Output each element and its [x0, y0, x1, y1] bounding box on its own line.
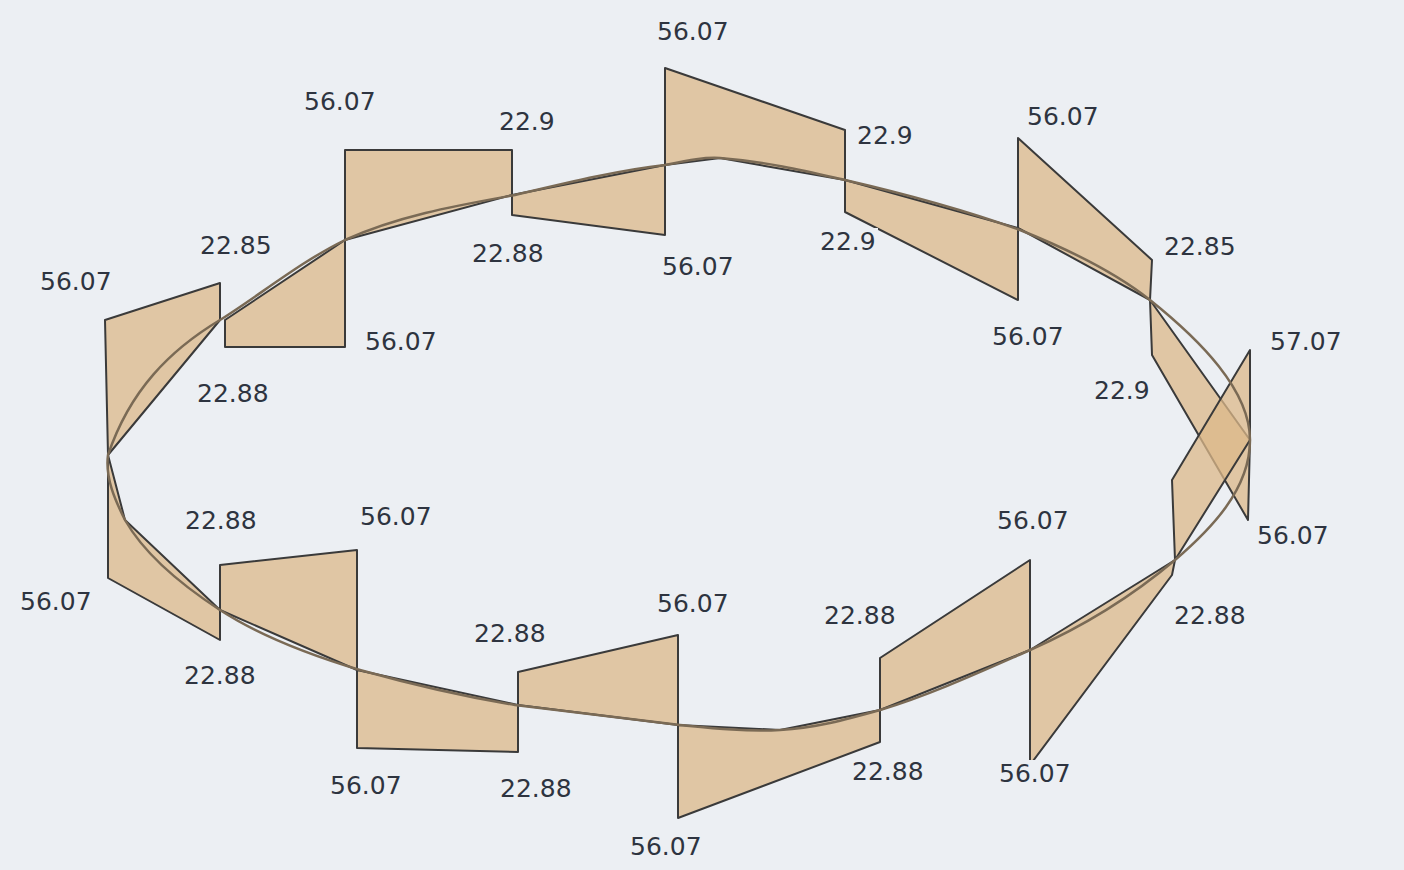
moment-value: 56.07: [358, 503, 434, 531]
moment-area: [665, 68, 845, 180]
moment-value: 56.07: [18, 588, 94, 616]
moment-area: [880, 560, 1030, 710]
moment-area: [105, 283, 220, 455]
moment-area: [1030, 560, 1175, 765]
moment-value: 22.88: [183, 507, 259, 535]
moment-area: [108, 455, 220, 640]
moment-value: 56.07: [1025, 103, 1101, 131]
moment-value: 22.88: [850, 758, 926, 786]
moment-value: 56.07: [997, 760, 1073, 788]
moment-value: 22.88: [182, 662, 258, 690]
moment-area: [220, 550, 357, 670]
moment-value: 22.85: [1162, 233, 1238, 261]
moment-value: 56.07: [302, 88, 378, 116]
moment-area: [1172, 350, 1250, 560]
moment-value: 22.88: [1172, 602, 1248, 630]
moment-value: 22.9: [818, 228, 878, 256]
moment-value: 56.07: [38, 268, 114, 296]
moment-area: [1018, 138, 1152, 300]
moment-value: 56.07: [363, 328, 439, 356]
moment-value: 22.9: [855, 122, 915, 150]
moment-value: 56.07: [995, 507, 1071, 535]
moment-value: 22.9: [1092, 377, 1152, 405]
moment-value: 56.07: [660, 253, 736, 281]
moment-value: 56.07: [655, 590, 731, 618]
moment-value: 22.85: [198, 232, 274, 260]
moment-area: [357, 670, 518, 752]
moment-area: [518, 635, 678, 725]
moment-value: 56.07: [628, 833, 704, 861]
moment-areas: [105, 68, 1250, 818]
moment-value: 57.07: [1268, 328, 1344, 356]
ring-beam-axis: [107, 158, 1250, 731]
moment-value: 22.88: [195, 380, 271, 408]
moment-value: 56.07: [1255, 522, 1331, 550]
moment-value: 56.07: [655, 18, 731, 46]
moment-area: [345, 150, 512, 240]
moment-value: 22.88: [498, 775, 574, 803]
moment-area: [512, 165, 665, 235]
moment-value: 22.88: [472, 620, 548, 648]
moment-value: 56.07: [990, 323, 1066, 351]
moment-value: 56.07: [328, 772, 404, 800]
moment-value: 22.88: [470, 240, 546, 268]
moment-value: 22.88: [822, 602, 898, 630]
moment-value: 22.9: [497, 108, 557, 136]
